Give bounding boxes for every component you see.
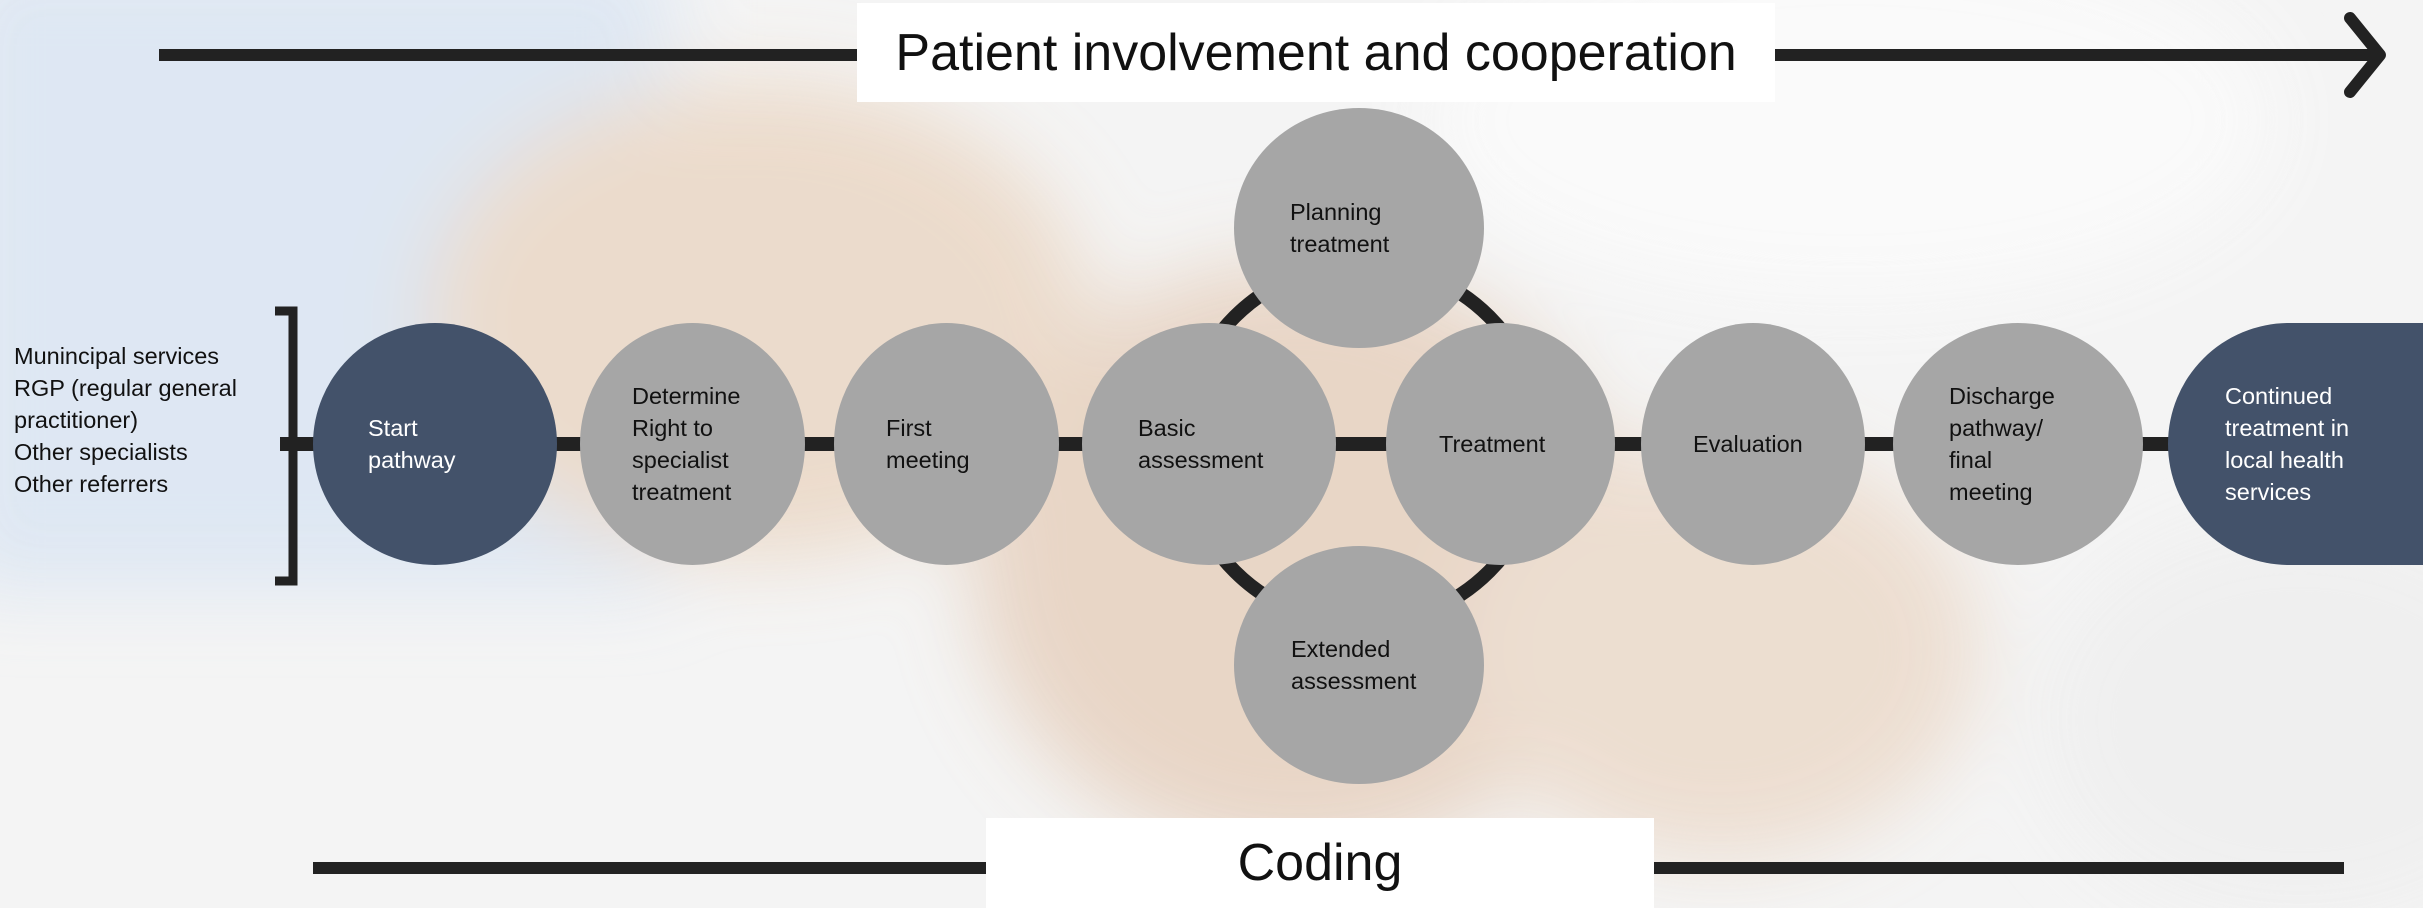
node-continued-treatment-label: Continued treatment in local health serv… [2225,383,2350,505]
node-extended-assessment: Extended assessment [1234,546,1484,784]
patient-involvement-title: Patient involvement and cooperation [895,23,1737,82]
patient-involvement-banner: Patient involvement and cooperation [857,3,1775,102]
node-extended-assessment-label: Extended assessment [1291,636,1417,694]
node-basic-assessment: Basic assessment [1082,323,1336,565]
top-arrow-head [2344,12,2386,98]
node-continued-treatment: Continued treatment in local health serv… [2168,323,2423,565]
node-basic-assessment-label: Basic assessment [1138,415,1264,473]
node-start-pathway-label: Start pathway [368,415,456,473]
node-first-meeting-label: First meeting [886,415,970,473]
referrer-line: practitioner) [14,407,139,433]
referrers-bracket [275,306,298,586]
node-determine-right-label: Determine Right to specialist treatment [632,383,741,505]
referrer-line: Munincipal services [14,343,220,369]
referrer-line: Other specialists [14,439,188,465]
node-treatment-label: Treatment [1439,431,1546,457]
node-first-meeting: First meeting [834,323,1059,565]
node-planning-treatment-label: Planning treatment [1290,199,1390,257]
coding-banner: Coding [986,818,1654,908]
referrer-line: Other referrers [14,471,169,497]
node-discharge-pathway-label: Discharge pathway/ final meeting [1949,383,2055,505]
node-planning-treatment: Planning treatment [1234,108,1484,348]
referrer-list: Munincipal services RGP (regular general… [14,340,237,500]
node-start-pathway: Start pathway [313,323,557,565]
coding-title: Coding [1237,834,1403,892]
node-treatment: Treatment [1386,323,1615,565]
node-evaluation: Evaluation [1641,323,1865,565]
node-discharge-pathway: Discharge pathway/ final meeting [1893,323,2143,565]
referrer-line: RGP (regular general [14,375,237,401]
node-evaluation-label: Evaluation [1693,431,1803,457]
node-determine-right: Determine Right to specialist treatment [580,323,805,565]
